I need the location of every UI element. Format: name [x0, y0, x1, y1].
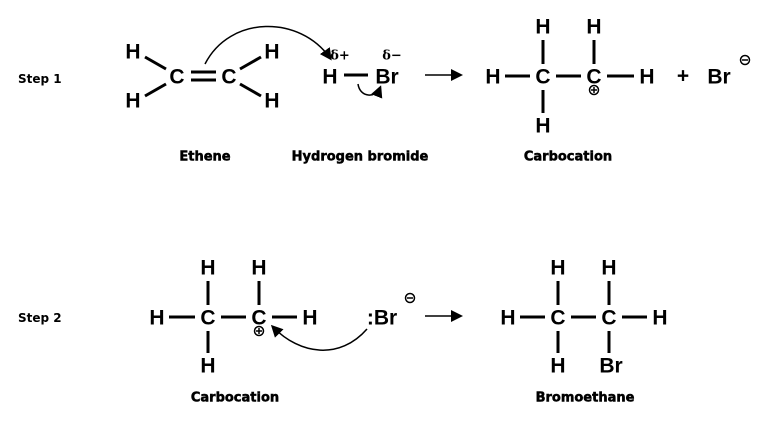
atom-h: H: [251, 257, 266, 280]
atom-h: H: [302, 307, 317, 330]
ethene-molecule: H H C C H H: [125, 41, 279, 113]
atom-h: H: [550, 355, 565, 378]
curved-arrow-br-to-carbocation: [270, 324, 368, 351]
single-bond: [144, 55, 167, 71]
atom-h: H: [652, 307, 667, 330]
hydrogen-bromide-molecule: δ+ δ− H Br: [322, 49, 402, 99]
atom-c: C: [251, 307, 266, 330]
atom-h: H: [200, 355, 215, 378]
single-bond: [239, 82, 262, 98]
atom-c: C: [169, 66, 184, 89]
atom-h: H: [264, 90, 279, 113]
atom-h: H: [200, 257, 215, 280]
atom-h: H: [149, 307, 164, 330]
atom-h: H: [485, 66, 500, 89]
bromide-ion: Br: [707, 66, 730, 89]
atom-h: H: [322, 66, 337, 89]
positive-charge-icon: [253, 325, 265, 337]
bromide-ion: :Br: [367, 307, 397, 330]
atom-br: Br: [375, 66, 398, 89]
atom-c: C: [200, 307, 215, 330]
atom-h: H: [601, 257, 616, 280]
partial-negative: δ−: [382, 49, 402, 64]
atom-c: C: [586, 66, 601, 89]
curved-arrow-bond-to-br: [357, 83, 383, 99]
atom-br: Br: [599, 355, 622, 378]
negative-charge-icon: [404, 292, 416, 304]
atom-c: C: [550, 307, 565, 330]
carbocation-label: Carbocation: [524, 150, 612, 165]
hydrogen-bromide-label: Hydrogen bromide: [292, 150, 429, 165]
atom-h: H: [264, 41, 279, 64]
negative-charge-icon: [739, 54, 751, 66]
atom-h: H: [535, 115, 550, 138]
atom-h: H: [500, 307, 515, 330]
atom-c: C: [601, 307, 616, 330]
atom-h: H: [125, 90, 140, 113]
single-bond: [144, 82, 167, 98]
single-bond: [239, 55, 262, 71]
atom-c: C: [221, 66, 236, 89]
partial-positive: δ+: [330, 49, 350, 64]
bromoethane-label: Bromoethane: [536, 391, 635, 406]
carbocation-molecule: H H H C C H H: [149, 257, 317, 378]
bromoethane-molecule: H H H C C H H Br: [500, 257, 667, 378]
carbocation-label: Carbocation: [191, 391, 279, 406]
step-1-label: Step 1: [18, 72, 62, 86]
atom-h: H: [125, 41, 140, 64]
atom-c: C: [535, 66, 550, 89]
carbocation-molecule: H H H C C H H: [485, 16, 654, 138]
ethene-label: Ethene: [179, 150, 230, 165]
atom-h: H: [639, 66, 654, 89]
plus-sign: +: [677, 65, 689, 88]
curved-arrow-pi-to-h: [204, 25, 332, 65]
atom-h: H: [550, 257, 565, 280]
step-2-label: Step 2: [18, 311, 62, 325]
positive-charge-icon: [588, 84, 600, 96]
atom-h: H: [535, 16, 550, 39]
atom-h: H: [586, 16, 601, 39]
